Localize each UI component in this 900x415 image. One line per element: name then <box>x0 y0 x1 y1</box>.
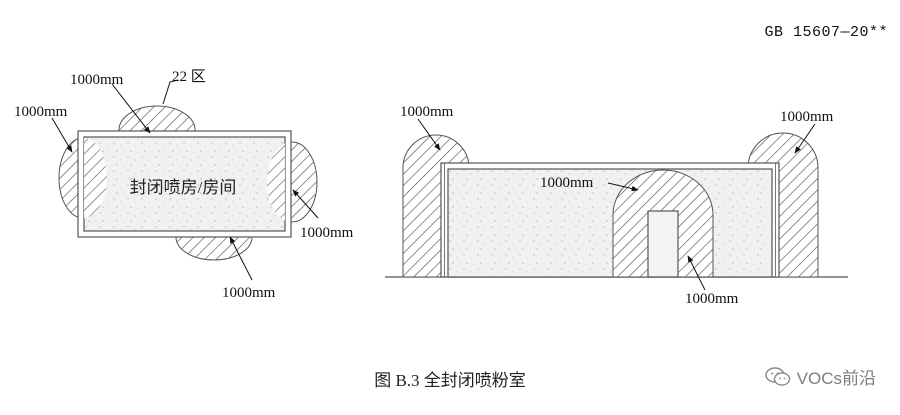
dim-right-label: 1000mm <box>300 225 354 241</box>
elev-dim-bottom-label: 1000mm <box>685 291 739 307</box>
dim-top-label: 1000mm <box>70 72 124 88</box>
dim-bottom-label: 1000mm <box>222 285 276 301</box>
wechat-icon <box>764 366 790 386</box>
elev-dim-left-label: 1000mm <box>400 104 454 120</box>
room-floor <box>83 136 286 232</box>
figure-caption: 图 B.3 全封闭喷粉室 <box>374 371 526 390</box>
watermark: VOCs前沿 <box>764 364 876 389</box>
watermark-text: VOCs前沿 <box>796 369 876 388</box>
standard-number: GB 15607—20** <box>764 24 888 41</box>
room-label: 封闭喷房/房间 <box>130 178 237 197</box>
elev-dim-right-label: 1000mm <box>780 109 834 125</box>
dim-left-label: 1000mm <box>14 104 68 120</box>
zone-22-label: 22 区 <box>172 69 206 85</box>
booth-interior <box>447 168 773 278</box>
elevation-view: 1000mm 1000mm 1000mm 1000mm <box>385 104 848 307</box>
plan-view: 封闭喷房/房间 1000mm 22 区 1000mm 1000mm 1000mm <box>14 69 354 301</box>
door-opening <box>647 210 679 278</box>
elev-dim-door-label: 1000mm <box>540 175 594 191</box>
